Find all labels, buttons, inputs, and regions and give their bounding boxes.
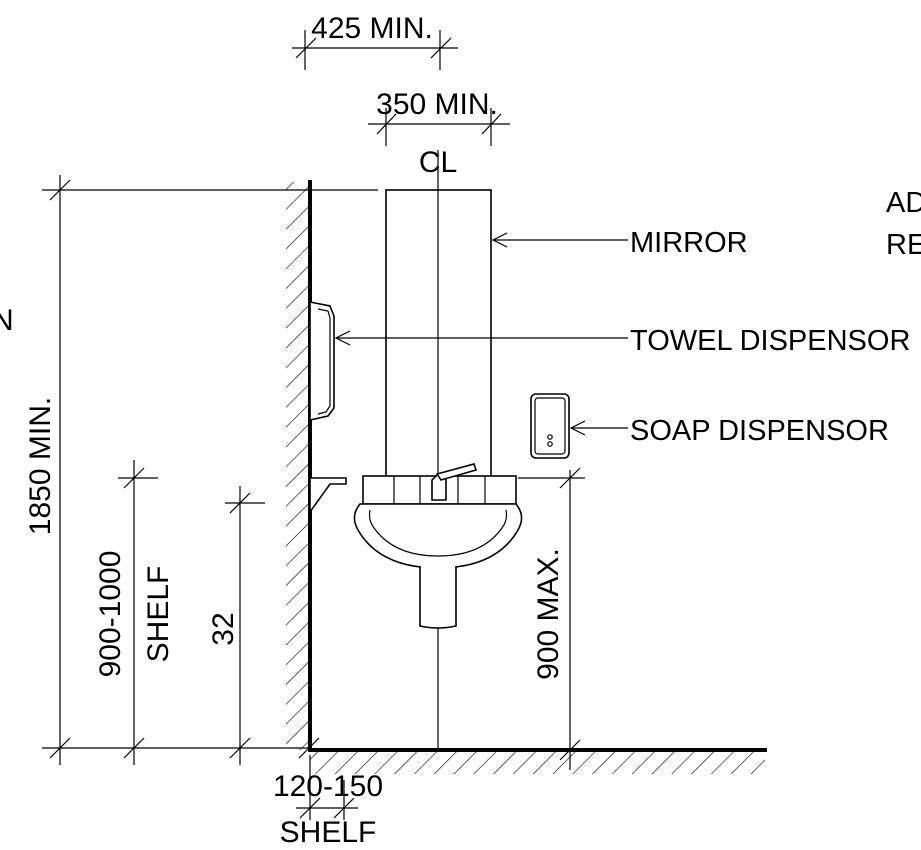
- dim-shelf-height-label: SHELF: [142, 566, 175, 663]
- mirror-callout-label: MIRROR: [630, 227, 748, 259]
- dim-basin-width: 350 MIN.: [368, 88, 510, 146]
- towel-dispensor-callout: TOWEL DISPENSOR: [334, 325, 910, 357]
- dim-total-height-label: 1850 MIN.: [24, 397, 57, 535]
- dim-shelf-height: 900-1000 SHELF: [94, 460, 175, 765]
- shelf: [309, 477, 347, 515]
- dim-basin-height-label: 900 MAX.: [532, 548, 565, 680]
- dim-shelf-depth: 120-150 SHELF: [273, 755, 383, 849]
- dim-basin-height: 900 MAX.: [518, 467, 585, 770]
- soap-dispenser: [530, 393, 570, 459]
- right-edge-cut-text-2: RE: [886, 229, 921, 261]
- dim-basin-width-label: 350 MIN.: [376, 88, 498, 121]
- dim-top-width: 425 MIN.: [292, 12, 458, 70]
- dim-side-32-label: 32: [207, 612, 240, 645]
- dim-top-width-label: 425 MIN.: [311, 12, 433, 45]
- right-edge-cut-text-1: AD: [886, 187, 921, 219]
- mirror-callout: MIRROR: [491, 227, 748, 259]
- soap-dispensor-callout-label: SOAP DISPENSOR: [630, 415, 889, 447]
- dim-shelf-height-value: 900-1000: [94, 551, 127, 678]
- dim-total-height: 1850 MIN.: [24, 175, 378, 765]
- towel-dispensor-callout-label: TOWEL DISPENSOR: [630, 325, 910, 357]
- towel-dispenser: [309, 301, 335, 421]
- wall-hatch: [286, 182, 310, 750]
- dim-side-32: 32: [207, 486, 265, 765]
- floor: [308, 748, 767, 774]
- left-edge-cut-text: N: [0, 304, 14, 337]
- dim-shelf-depth-value: 120-150: [273, 770, 383, 803]
- soap-dispensor-callout: SOAP DISPENSOR: [569, 415, 889, 447]
- dim-baseline: [42, 737, 320, 759]
- centerline-label: CL: [419, 146, 457, 179]
- washbasin: [353, 463, 523, 629]
- dim-shelf-depth-label: SHELF: [280, 816, 377, 849]
- floor-hatch: [310, 750, 765, 774]
- wall: [286, 180, 312, 752]
